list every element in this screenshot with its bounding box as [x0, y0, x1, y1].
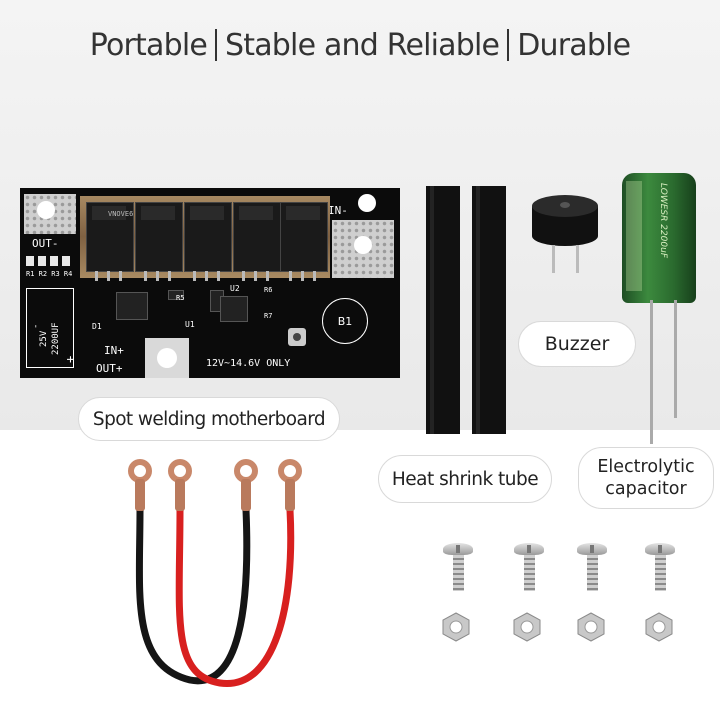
- label-electrolytic-capacitor: Electrolytic capacitor: [578, 447, 714, 509]
- hex-nut: [644, 612, 674, 642]
- hex-nut: [512, 612, 542, 642]
- cap-plus: +: [63, 355, 77, 363]
- r6-label: R6: [264, 286, 273, 294]
- headline: Portable Stable and Reliable Durable: [0, 28, 720, 63]
- capacitor-footprint: - 25V 2200UF +: [26, 288, 77, 368]
- electrolytic-capacitor: LOWESR 2200uF: [622, 173, 696, 303]
- capacitor-print: LOWESR 2200uF: [658, 183, 668, 259]
- mosfet: [184, 202, 232, 281]
- mosfet: [233, 202, 281, 281]
- in-plus-label: IN+: [104, 344, 124, 357]
- out-minus-label: OUT-: [32, 237, 59, 250]
- label-capacitor-line1: Electrolytic: [597, 457, 695, 477]
- headline-portable: Portable: [89, 28, 208, 63]
- smd-component: [168, 290, 184, 300]
- buzzer-lead: [552, 245, 555, 273]
- red-wire: [175, 506, 295, 687]
- spot-welding-motherboard: OUT- IN- VNOVE6 R1 R2 R3 R4 - 25V 2200UF…: [20, 188, 400, 378]
- mounting-hole: [358, 194, 376, 212]
- screw: [443, 543, 473, 593]
- in-minus-label: IN-: [328, 204, 348, 217]
- capacitor-lead: [650, 300, 653, 444]
- heat-shrink-tube: [472, 186, 506, 434]
- u2-label: U2: [230, 284, 240, 293]
- hex-nut: [441, 612, 471, 642]
- mosfet-marking: VNOVE6: [108, 210, 134, 218]
- buzzer: [532, 195, 598, 273]
- mosfet: [135, 202, 183, 281]
- label-heat-shrink-tube: Heat shrink tube: [378, 455, 552, 503]
- voltage-label: 12V~14.6V ONLY: [206, 358, 291, 369]
- resistor-labels: R1 R2 R3 R4: [26, 270, 73, 278]
- black-wire: [135, 506, 251, 685]
- microcontroller-chip: [220, 296, 248, 322]
- mounting-hole: [37, 201, 55, 219]
- headline-stable: Stable and Reliable: [225, 28, 500, 63]
- capacitor-can: [622, 173, 696, 303]
- out-plus-label: OUT+: [96, 362, 123, 375]
- headline-separator: [215, 29, 218, 61]
- heat-shrink-tube: [426, 186, 460, 434]
- mosfet: [86, 202, 134, 281]
- headline-durable: Durable: [517, 28, 631, 63]
- screw: [645, 543, 675, 593]
- u1-label: U1: [185, 320, 195, 329]
- buzzer-sound-hole: [560, 202, 570, 208]
- cap-capacitance: 2200UF: [51, 322, 61, 355]
- buzzer-lead: [576, 245, 579, 273]
- label-buzzer: Buzzer: [518, 321, 636, 367]
- ring-terminal: [128, 459, 302, 483]
- terminal-barrels: [135, 479, 295, 511]
- mosfet: [280, 202, 328, 281]
- label-capacitor-line2: capacitor: [605, 479, 687, 499]
- screw: [577, 543, 607, 593]
- headline-separator: [507, 29, 510, 61]
- wire-cables: [128, 459, 302, 687]
- cap-voltage: 25V: [39, 330, 49, 347]
- capacitor-polarity-stripe: [626, 181, 642, 291]
- out-minus-pad: [24, 194, 76, 234]
- regulator-chip: [116, 292, 148, 320]
- screw: [514, 543, 544, 593]
- capacitor-lead: [674, 300, 677, 418]
- cap-minus: -: [31, 323, 41, 329]
- copper-busbar: [80, 196, 330, 281]
- mounting-hole: [354, 236, 372, 254]
- d1-label: D1: [92, 322, 102, 331]
- r5-label: R5: [176, 294, 185, 302]
- b1-label: B1: [337, 314, 353, 328]
- hex-nut: [576, 612, 606, 642]
- buzzer-footprint: B1: [322, 298, 368, 344]
- label-motherboard: Spot welding motherboard: [78, 397, 340, 441]
- resistor-array: [26, 256, 74, 266]
- out-plus-pad: [145, 338, 189, 378]
- r7-label: R7: [264, 312, 273, 320]
- trigger-button: [288, 328, 306, 346]
